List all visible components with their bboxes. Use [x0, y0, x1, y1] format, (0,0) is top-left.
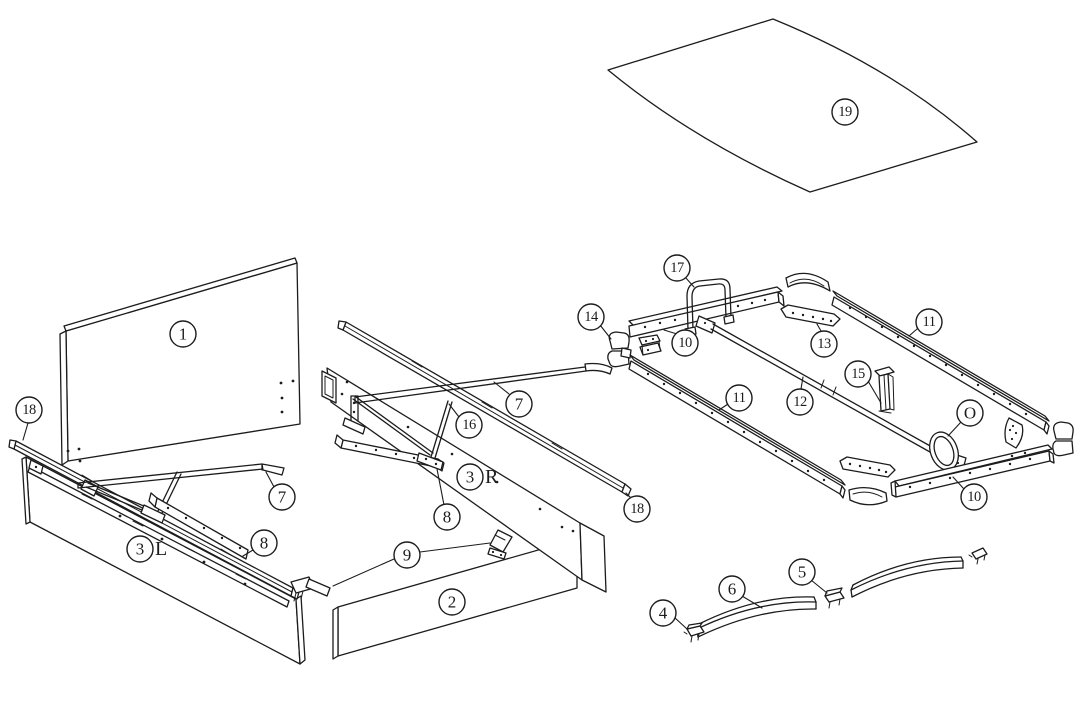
- rail-10-bottom: [890, 444, 1055, 498]
- end-cap-right: [968, 547, 988, 565]
- rail-11-left: [628, 354, 846, 499]
- callout-6-text: 6: [728, 580, 737, 599]
- side-panel-3r: [321, 367, 607, 593]
- callout-8-right: 8: [433, 468, 461, 531]
- callout-14-text: 14: [584, 309, 599, 325]
- end-cap-4: [683, 622, 705, 643]
- callout-4-text: 4: [659, 604, 668, 623]
- callout-5: 5: [788, 558, 828, 594]
- callout-10-bottom: 10: [952, 476, 988, 511]
- callout-3l-suffix: L: [155, 538, 167, 560]
- callout-15: 15: [844, 360, 882, 404]
- callout-11-left: 11: [718, 384, 753, 412]
- callout-8-left-text: 8: [260, 534, 269, 553]
- hinge-9-left: [290, 576, 331, 602]
- callout-7-right-text: 7: [515, 395, 524, 414]
- corner-brackets-left: [638, 334, 662, 356]
- callout-7-left: 7: [265, 471, 296, 511]
- callout-14: 14: [577, 303, 612, 340]
- callout-18-left: 18: [15, 396, 43, 441]
- callout-2: 2: [438, 588, 466, 616]
- callout-19-text: 19: [838, 104, 852, 120]
- corner-hinge-bottom-right: [1052, 421, 1074, 457]
- callout-16: 16: [448, 403, 483, 439]
- callout-3r-text: 3: [466, 468, 475, 487]
- callout-10-bottom-text: 10: [967, 489, 981, 505]
- gusset-bracket-right: [1004, 417, 1024, 449]
- callout-13: 13: [810, 323, 838, 358]
- o-ring-strap: [929, 431, 959, 471]
- callout-5-text: 5: [798, 563, 807, 582]
- rail-18-right: [337, 320, 632, 497]
- rail-11-right: [831, 290, 1050, 435]
- callout-3r: 3 R: [456, 463, 499, 491]
- slats-group: [683, 547, 988, 643]
- callout-9-text: 9: [403, 546, 412, 565]
- sheet-part-19: [607, 18, 978, 193]
- callout-4: 4: [649, 599, 688, 630]
- slat-6: [696, 596, 817, 638]
- leg-15: [874, 366, 895, 414]
- lift-bar-7-left: [77, 463, 285, 489]
- corner-elbow-bottom-left: [848, 486, 888, 506]
- callout-1: 1: [169, 320, 197, 348]
- lift-bar-7-right: [354, 362, 613, 404]
- callout-16-text: 16: [462, 417, 476, 433]
- callout-11-left-text: 11: [733, 390, 746, 406]
- headboard-panel-1: [59, 257, 301, 466]
- callout-8-right-text: 8: [443, 508, 452, 527]
- callout-18-left-text: 18: [22, 402, 36, 418]
- bed-frame-assembly: [607, 272, 1074, 506]
- bracket-13: [780, 304, 841, 327]
- callout-11-right: 11: [908, 308, 943, 337]
- callout-15-text: 15: [851, 366, 865, 382]
- lift-mechanism-16: [342, 395, 453, 471]
- callout-3r-suffix: R: [485, 466, 499, 488]
- hinge-9-right: [487, 529, 513, 560]
- callout-10-top-text: 10: [678, 335, 692, 351]
- callout-3l-text: 3: [136, 540, 145, 559]
- slat-right: [850, 556, 964, 598]
- callout-7-left-text: 7: [278, 488, 287, 507]
- callout-6: 6: [718, 575, 763, 609]
- callout-17-text: 17: [670, 260, 684, 276]
- callout-12: 12: [786, 376, 814, 416]
- callout-13-text: 13: [817, 336, 831, 352]
- callout-1-text: 1: [179, 325, 188, 344]
- callout-12-text: 12: [793, 394, 807, 410]
- callout-11-right-text: 11: [923, 314, 936, 330]
- callout-19: 19: [831, 98, 859, 126]
- bracket-8-left: [148, 492, 249, 560]
- bracket-bottom: [839, 456, 896, 478]
- callout-o-text: O: [964, 404, 976, 423]
- callout-9: 9: [332, 541, 491, 587]
- callout-3l: 3 L: [126, 535, 167, 563]
- corner-elbow-top: [785, 272, 831, 292]
- callout-2-text: 2: [448, 593, 457, 612]
- hinge-14: [607, 331, 632, 368]
- callout-10-top: 10: [663, 329, 699, 357]
- callout-17: 17: [663, 254, 695, 288]
- callout-8-left: 8: [242, 529, 278, 557]
- callout-18-right: 18: [623, 492, 651, 523]
- connector-5: [824, 587, 845, 609]
- rail-10-top: [628, 286, 785, 338]
- callout-7-right: 7: [493, 381, 533, 418]
- callout-18-right-text: 18: [630, 501, 644, 517]
- side-panel-3l: [21, 456, 306, 665]
- callout-o: O: [947, 399, 984, 437]
